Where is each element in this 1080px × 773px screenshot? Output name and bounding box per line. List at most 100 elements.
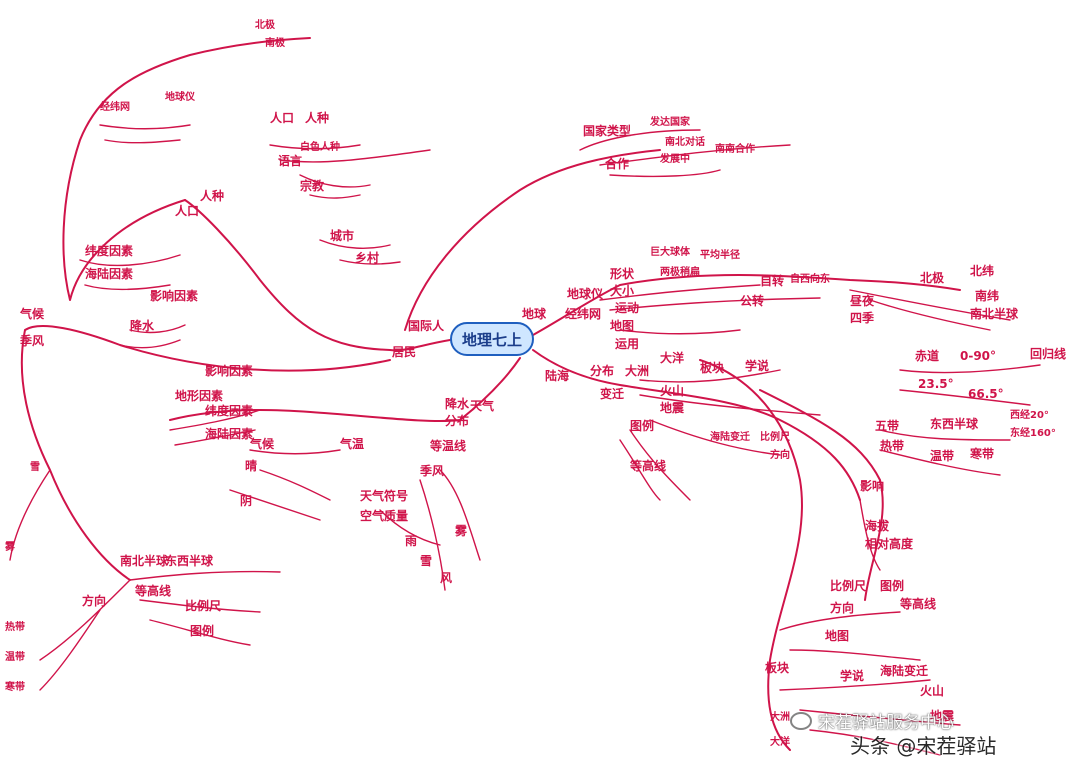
label-city: 城市: [330, 228, 354, 243]
label-zero-ninety: 0-90°: [960, 349, 996, 363]
label-latlon-top: 经纬网: [100, 100, 130, 113]
label-revolution: 公转: [740, 293, 764, 308]
label-season: 四季: [850, 310, 875, 325]
label-volcano-br: 火山: [920, 683, 944, 698]
label-developing: 发展中: [659, 152, 690, 165]
label-weather: 天气: [470, 398, 494, 413]
label-direction-left: 方向: [82, 593, 106, 608]
label-radius: 平均半径: [700, 248, 740, 261]
label-daynight: 昼夜: [849, 293, 875, 308]
label-globe: 地球仪: [567, 286, 604, 301]
label-people: 居民: [392, 345, 416, 359]
label-direction-we: 自西向东: [790, 272, 830, 285]
label-direction-br: 方向: [830, 600, 854, 615]
label-snow-left: 雪: [30, 461, 40, 473]
label-scale-br: 比例尺: [830, 578, 866, 593]
label-religion: 宗教: [300, 178, 325, 193]
label-air-quality: 空气质量: [360, 508, 408, 523]
label-influence: 影响: [860, 478, 884, 493]
label-country-type: 国家类型: [583, 123, 631, 138]
label-changes: 变迁: [600, 386, 624, 401]
watermark-line1: 宋茬驿站服务中心: [818, 713, 954, 733]
center-topic: 地理七上: [450, 322, 534, 356]
label-sea-factor: 海陆因素: [205, 426, 253, 441]
label-legend: 图例: [630, 418, 654, 433]
label-ellipse: 两极稍扁: [660, 265, 700, 278]
watermark-line2: 头条 @宋茬驿站: [850, 734, 997, 758]
label-population-left: 人口: [175, 203, 199, 218]
label-size: 大小: [610, 283, 634, 298]
label-plate: 板块: [700, 360, 725, 375]
label-language: 语言: [278, 153, 302, 168]
label-distribution: 分布: [445, 413, 469, 428]
label-population: 人口: [270, 110, 294, 125]
label-fog: 雾: [454, 524, 468, 538]
label-developed: 发达国家: [649, 115, 691, 128]
label-volcano: 火山: [660, 383, 684, 398]
label-town: 乡村: [355, 250, 379, 265]
label-fog-left: 雾: [4, 541, 16, 553]
label-factors-left: 影响因素: [150, 288, 198, 303]
label-tropical-left: 热带: [5, 620, 25, 633]
label-ocean: 大洋: [660, 350, 684, 365]
trunk-weather: [169, 357, 521, 423]
label-use: 运用: [615, 337, 639, 351]
label-relative: 相对高度: [865, 536, 914, 551]
label-sea-factor-left: 海陆因素: [85, 266, 133, 281]
label-legend-left: 图例: [190, 623, 214, 638]
label-climate: 气候: [249, 436, 275, 451]
label-scale-left: 比例尺: [185, 598, 221, 613]
label-land-sea: 陆海: [545, 368, 569, 383]
label-map-br: 地图: [825, 628, 849, 643]
trunk-right-mid: [759, 389, 884, 601]
label-continent: 大洲: [625, 363, 649, 378]
label-race: 人种: [305, 110, 329, 125]
label-ocean-br: 大洋: [770, 735, 790, 748]
label-people-top: 国际人: [408, 318, 445, 333]
label-continent-br: 大洲: [770, 710, 790, 723]
label-scale: 比例尺: [760, 430, 790, 443]
label-earthquake-br: 地震: [930, 708, 955, 723]
label-earth: 地球: [522, 306, 547, 321]
watermark: 宋茬驿站服务中心 头条 @宋茬驿站: [790, 708, 996, 758]
label-tropic: 回归线: [1030, 346, 1066, 361]
label-snow: 雪: [420, 554, 432, 568]
label-rain: 雨: [405, 534, 417, 548]
label-monsoon: 季风: [419, 463, 444, 478]
label-contour-br: 等高线: [899, 596, 936, 611]
trunk-left-loop: [20, 324, 391, 581]
label-north-south-left: 南北半球: [120, 553, 169, 568]
label-north-south: 南北半球: [970, 306, 1019, 321]
label-sea-land-br: 海陆变迁: [880, 663, 928, 678]
label-contour-left: 等高线: [134, 583, 171, 598]
trunk-landsea: [532, 349, 861, 501]
label-monsoon-left: 季风: [19, 333, 44, 348]
label-equator: 赤道: [915, 348, 939, 363]
label-twenty-three: 23.5°: [918, 377, 954, 391]
label-precip: 降水: [445, 396, 470, 411]
label-map: 地图: [610, 318, 634, 333]
label-five-zones: 五带: [875, 418, 899, 433]
trunk-bottom-right: [699, 359, 804, 751]
label-huge: 巨大球体: [650, 245, 691, 258]
label-terrain-factor: 地形因素: [175, 388, 223, 403]
label-south-south: 南南合作: [715, 142, 755, 155]
label-land-sea-dist: 分布: [590, 363, 614, 378]
label-temperature: 气温: [339, 436, 364, 451]
label-isotherm: 等温线: [429, 438, 466, 453]
label-legend-br: 图例: [880, 578, 904, 593]
label-east-west: 东西半球: [930, 416, 979, 431]
label-factors: 影响因素: [205, 363, 253, 378]
label-sixty-six: 66.5°: [968, 387, 1004, 401]
label-theory-br: 学说: [840, 668, 864, 683]
label-theory: 学说: [745, 358, 769, 373]
trunk-people-upper: [404, 149, 661, 331]
label-sea-level: 海拔: [865, 518, 890, 533]
label-direction: 方向: [770, 448, 790, 461]
label-sea-land: 海陆变迁: [710, 430, 750, 443]
label-precip-left: 降水: [130, 318, 155, 333]
label-earthquake: 地震: [660, 400, 685, 415]
label-tropical: 热带: [880, 438, 904, 453]
